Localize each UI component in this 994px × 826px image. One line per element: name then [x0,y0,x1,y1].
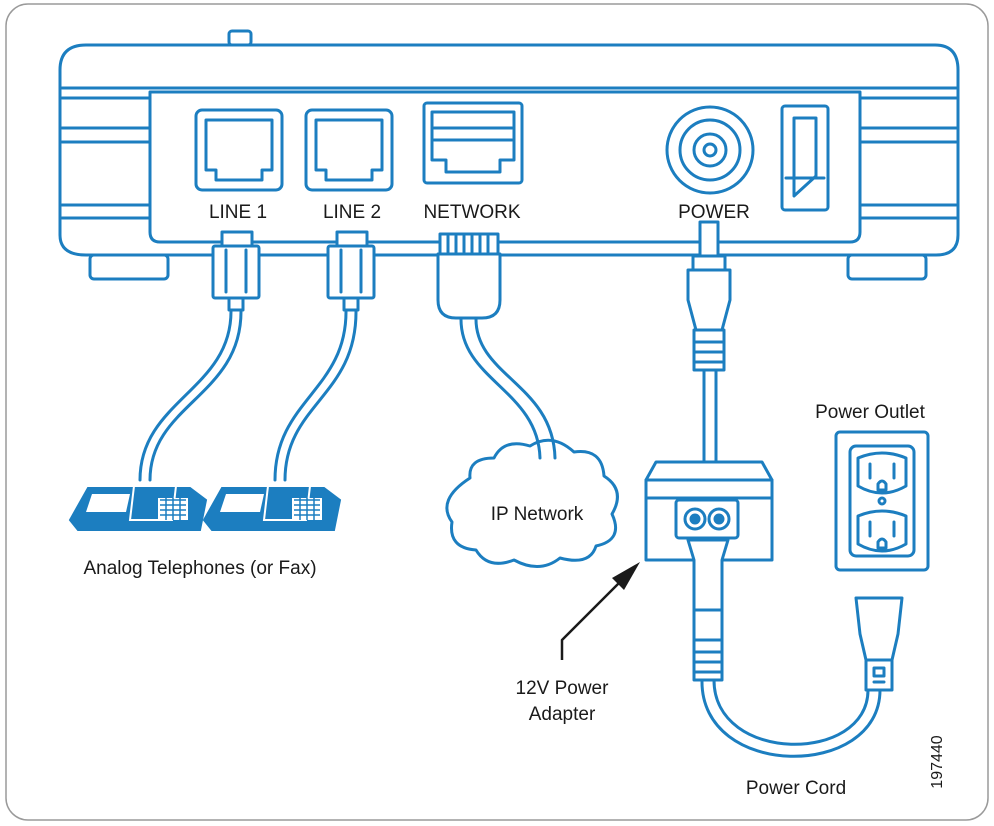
power-cord [700,678,882,758]
power-switch [780,104,830,212]
power-cord-label: Power Cord [746,778,846,799]
rj11-plug-line2 [326,230,376,312]
ip-network-cloud [445,438,619,568]
power-outlet-label: Power Outlet [815,402,926,423]
line2-port-label: LINE 2 [323,202,381,223]
adapter-label-line1: 12V Power [516,678,610,699]
adapter-callout-arrow [560,562,640,660]
power-outlet [834,430,930,572]
power-adapter [644,460,774,562]
network-port [422,101,524,185]
ip-network-label: IP Network [491,504,584,525]
power-port-label: POWER [678,202,750,223]
telephone-2 [202,485,342,531]
telephones-label: Analog Telephones (or Fax) [83,558,316,579]
line1-port-label: LINE 1 [209,202,267,223]
rj45-plug-network [436,232,502,320]
outlet-plug [854,596,904,692]
adapter-label-line2: Adapter [529,704,596,725]
phone-cord-2 [273,308,358,482]
line2-port [304,108,394,192]
phone-cord-1 [138,308,243,482]
figure-id-label: 197440 [929,735,946,788]
line1-port [194,108,284,192]
network-cable [459,316,557,460]
ac-plug [686,538,730,682]
power-jack [665,105,755,195]
dc-power-plug [686,220,732,372]
rj11-plug-line1 [211,230,261,312]
network-port-label: NETWORK [423,202,520,223]
dc-cable [702,368,718,464]
telephone-1 [68,485,208,531]
